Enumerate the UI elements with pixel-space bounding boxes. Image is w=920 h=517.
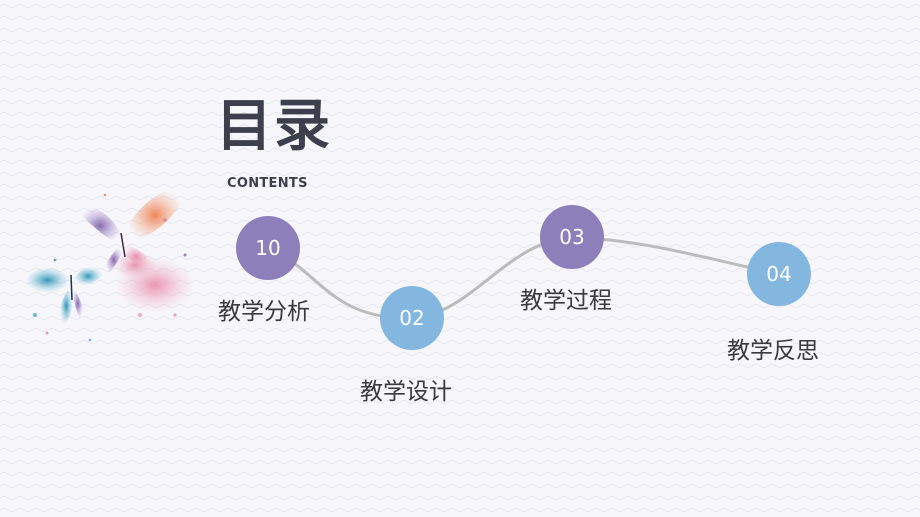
- page-subtitle: CONTENTS: [227, 176, 308, 191]
- step-label-3: 教学过程: [520, 288, 612, 314]
- step-number-1: 10: [255, 236, 281, 260]
- step-circle-2[interactable]: 02: [380, 286, 444, 350]
- step-circle-4[interactable]: 04: [747, 242, 811, 306]
- step-label-1: 教学分析: [218, 299, 310, 325]
- step-label-2: 教学设计: [360, 379, 452, 405]
- step-number-2: 02: [399, 306, 425, 330]
- step-label-4: 教学反思: [727, 338, 819, 364]
- page-title: 目录: [216, 94, 332, 159]
- butterfly-illustration: [25, 187, 195, 342]
- step-number-4: 04: [766, 262, 792, 286]
- step-circle-1[interactable]: 10: [236, 216, 300, 280]
- step-circle-3[interactable]: 03: [540, 205, 604, 269]
- step-number-3: 03: [559, 225, 585, 249]
